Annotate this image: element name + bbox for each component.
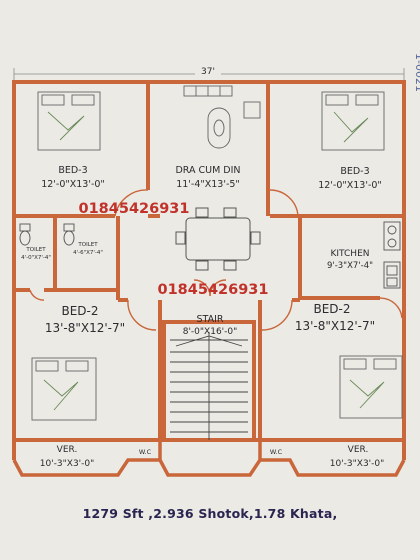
room-name: BED-3 <box>58 165 87 176</box>
room-name: KITCHEN <box>331 249 370 259</box>
stair-treads <box>170 332 248 440</box>
room-name: TOILET <box>25 247 46 253</box>
room-labels: BED-3 12'-0"X13'-0" DRA CUM DIN 11'-4"X1… <box>21 165 384 469</box>
phone-number: 01845426931 <box>158 282 269 298</box>
room-size: 13'-8"X12'-7" <box>45 321 125 335</box>
dimension-line: 37' <box>13 65 405 80</box>
dining-table-icon <box>175 207 261 271</box>
room-name: BED-2 <box>313 302 350 316</box>
bed-icon <box>37 91 101 151</box>
sofa-icon <box>183 85 261 149</box>
door-swings <box>29 189 403 331</box>
room-name: TOILET <box>77 242 98 248</box>
sink-icon <box>383 261 401 289</box>
room-name: W.C <box>270 448 283 456</box>
bed-icon <box>339 355 403 419</box>
dimension-label: 37' <box>201 67 215 77</box>
room-size: 12'-0"X13'-0" <box>318 180 382 191</box>
room-name: BED-2 <box>61 304 98 318</box>
bed-icon <box>31 357 97 421</box>
room-name: DRA CUM DIN <box>175 165 240 176</box>
caption: 1279 Sft ,2.936 Shotok,1.78 Khata, <box>82 506 338 521</box>
room-name: VER. <box>348 445 369 455</box>
toilet-icon <box>19 223 75 246</box>
phone-number: 01845426931 <box>79 201 190 217</box>
room-name: W.C <box>139 448 152 456</box>
room-size: 10'-3"X3'-0" <box>40 459 95 469</box>
room-size: 10'-3"X3'-0" <box>330 459 385 469</box>
room-size: 12'-0"X13'-0" <box>41 179 105 190</box>
side-text: 1-0021 <box>413 53 420 92</box>
verandah-walls <box>12 440 406 477</box>
stove-icon <box>383 221 401 251</box>
room-size: 8'-0"X16'-0" <box>183 327 238 337</box>
room-size: 4'-0"X7'-4" <box>21 255 51 261</box>
room-name: VER. <box>57 445 78 455</box>
bed-icon <box>321 91 385 151</box>
room-name: BED-3 <box>340 166 369 177</box>
room-size: 11'-4"X13'-5" <box>176 179 240 190</box>
room-name: STAIR <box>197 314 224 325</box>
room-size: 9'-3"X7'-4" <box>327 261 373 271</box>
room-size: 4'-6"X7'-4" <box>73 250 103 256</box>
room-size: 13'-8"X12'-7" <box>295 319 375 333</box>
